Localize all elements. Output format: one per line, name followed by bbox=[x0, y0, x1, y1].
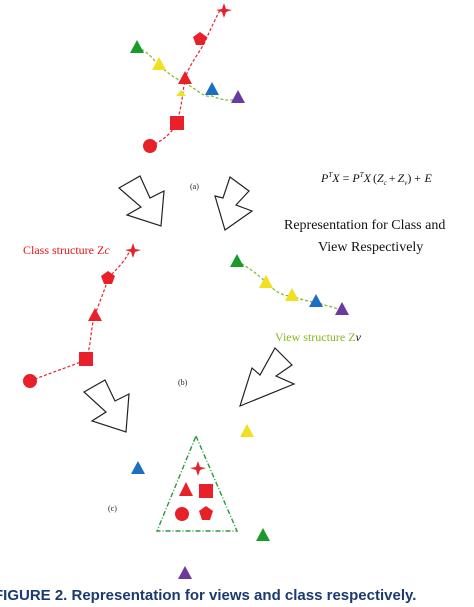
panel-c: (c) bbox=[108, 424, 270, 579]
class-structure-label: Class structure Zc bbox=[23, 243, 110, 257]
purple-triangle-a bbox=[231, 90, 245, 103]
yellow-triangle-a bbox=[152, 57, 166, 70]
block-arrow-lower-right bbox=[239, 347, 296, 408]
panel-b: Class structure Zc View structure Zv (b) bbox=[23, 243, 362, 388]
red-circle-a bbox=[143, 139, 157, 153]
panel-label-b: (b) bbox=[178, 378, 188, 387]
red-triangle-b bbox=[88, 308, 102, 321]
view-structure-label: View structure Zv bbox=[275, 330, 362, 344]
representation-line-2: View Respectively bbox=[318, 240, 423, 255]
red-triangle-a bbox=[178, 71, 192, 84]
red-triangle-c bbox=[179, 482, 193, 496]
yellow-triangle-b bbox=[259, 275, 273, 288]
green-triangle-b bbox=[230, 254, 244, 267]
blue-triangle-b bbox=[309, 294, 323, 307]
recovered-region bbox=[155, 434, 239, 532]
block-arrow-left-shape bbox=[117, 175, 165, 227]
arrow-head-a bbox=[176, 90, 186, 96]
yellow-triangle-b2 bbox=[285, 288, 299, 301]
red-square-a bbox=[170, 116, 184, 130]
equation: PTX = PTX(Zc+Zv)+ E bbox=[320, 171, 432, 187]
blue-triangle-c bbox=[131, 461, 145, 474]
block-arrow-right-shape bbox=[214, 176, 254, 231]
view-path-a bbox=[136, 46, 239, 101]
block-arrow-lower-left bbox=[82, 379, 130, 433]
panel-label-a: (a) bbox=[190, 182, 199, 191]
red-pentagon-a bbox=[193, 32, 207, 45]
class-path-a bbox=[149, 9, 221, 147]
svg-text:PTX = PTX(Zc+Zv)+ E: PTX = PTX(Zc+Zv)+ E bbox=[320, 171, 432, 187]
purple-triangle-c bbox=[178, 566, 192, 579]
red-square-b bbox=[79, 352, 93, 366]
panel-a: (a) bbox=[130, 3, 245, 191]
purple-triangle-b bbox=[335, 302, 349, 315]
red-circle-b bbox=[23, 374, 37, 388]
red-circle-c bbox=[175, 507, 189, 521]
green-triangle-a bbox=[130, 40, 144, 53]
figure-caption: FIGURE 2. Representation for views and c… bbox=[0, 587, 417, 604]
red-star-c bbox=[190, 461, 206, 476]
red-pentagon-c bbox=[199, 506, 213, 520]
green-triangle-c bbox=[256, 528, 270, 541]
red-pentagon-b bbox=[101, 271, 115, 284]
blue-triangle-a bbox=[205, 82, 219, 95]
caption-strip: FIGURE 2. Representation for views and c… bbox=[0, 586, 474, 607]
red-star-b bbox=[125, 243, 141, 258]
representation-line-1: Representation for Class and bbox=[284, 218, 445, 233]
red-star-a bbox=[216, 3, 232, 18]
view-path-b bbox=[236, 260, 343, 311]
red-square-c bbox=[199, 484, 213, 498]
panel-label-c: (c) bbox=[108, 504, 117, 513]
yellow-triangle-c bbox=[240, 424, 254, 437]
